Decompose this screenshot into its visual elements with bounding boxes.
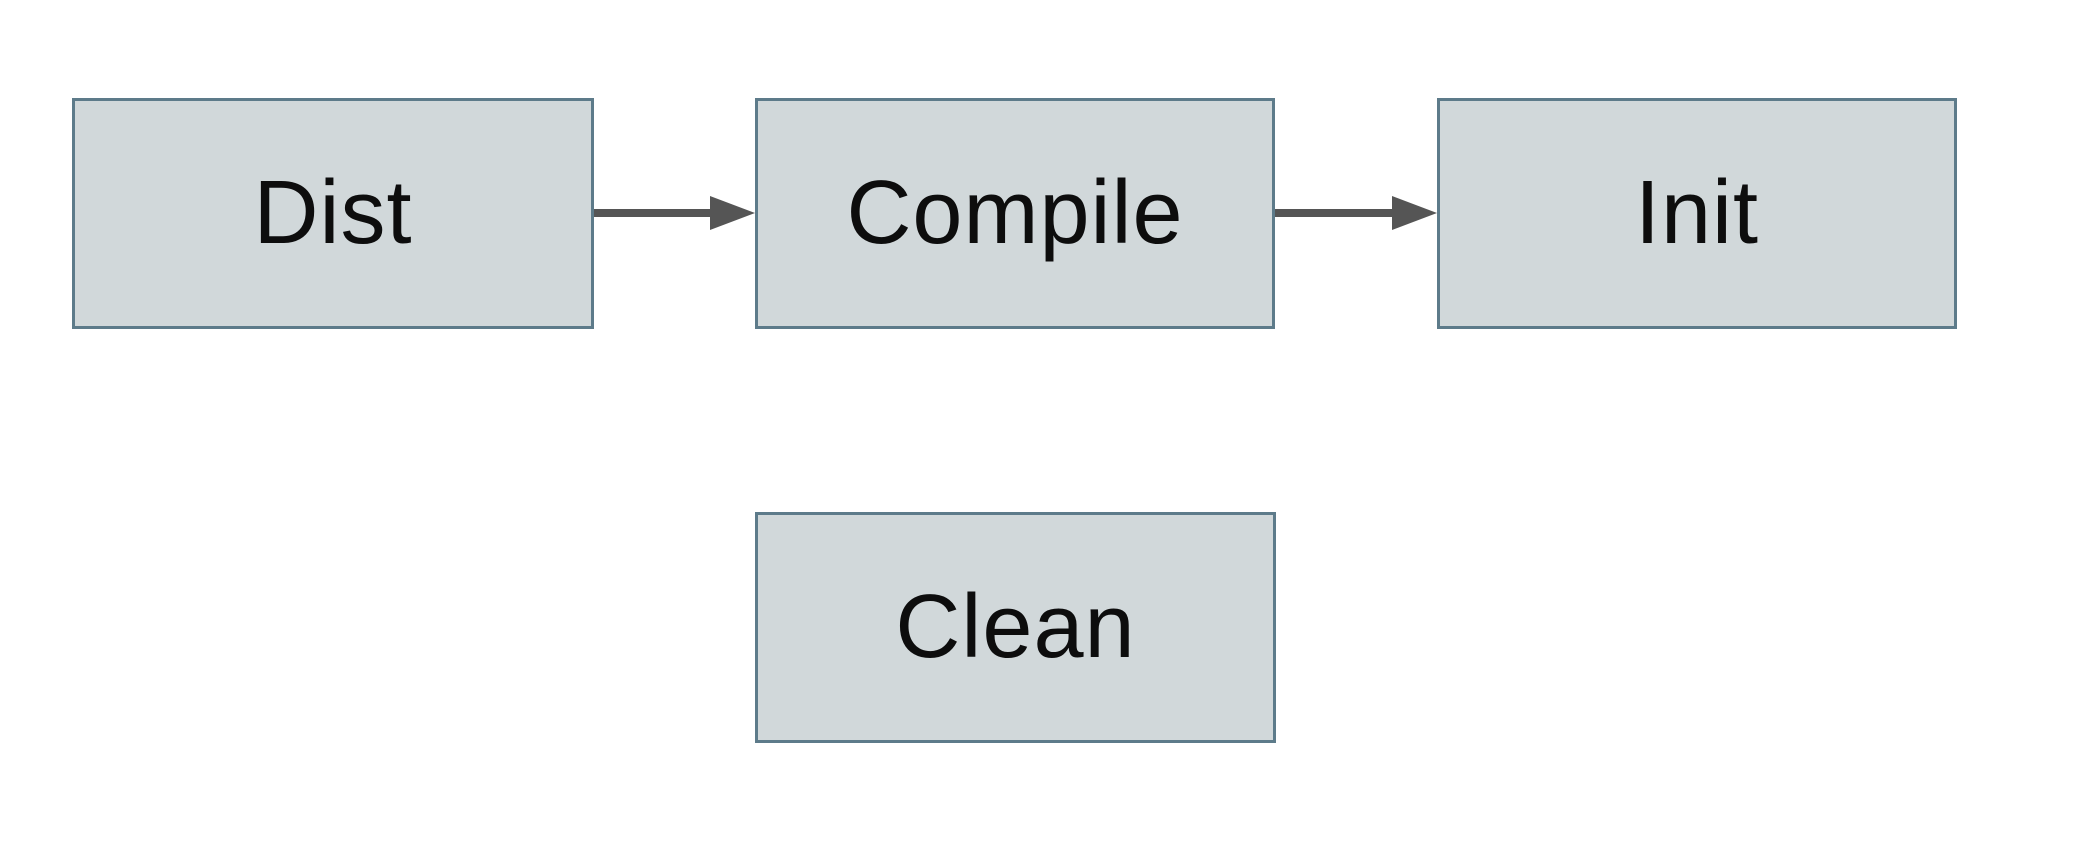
arrow-line <box>594 209 715 217</box>
node-compile-label: Compile <box>846 163 1184 263</box>
node-clean: Clean <box>755 512 1276 743</box>
arrow-compile-to-init <box>1275 196 1437 230</box>
node-compile: Compile <box>755 98 1275 329</box>
node-init: Init <box>1437 98 1957 329</box>
node-dist-label: Dist <box>253 163 413 263</box>
arrow-line <box>1275 209 1397 217</box>
arrowhead-icon <box>1392 196 1437 230</box>
node-dist: Dist <box>72 98 594 329</box>
arrow-dist-to-compile <box>594 196 755 230</box>
node-init-label: Init <box>1634 163 1760 263</box>
arrowhead-icon <box>710 196 755 230</box>
node-clean-label: Clean <box>895 577 1136 677</box>
